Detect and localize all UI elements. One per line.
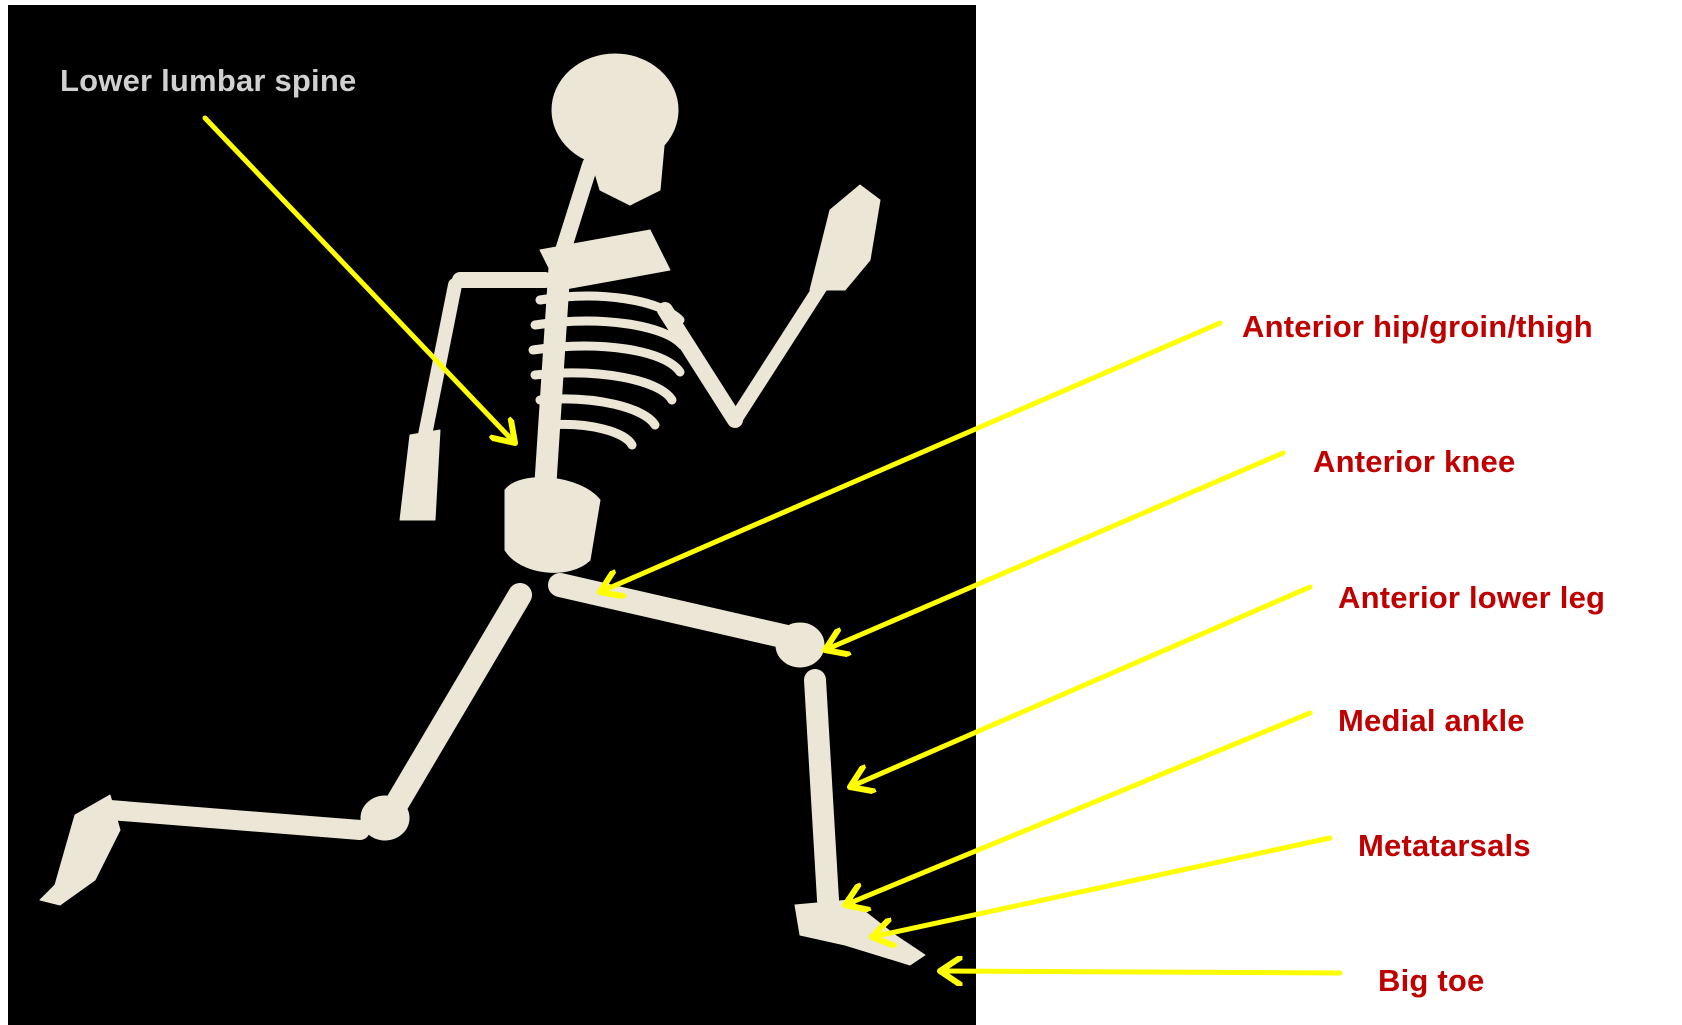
label-big-toe: Big toe	[1378, 965, 1484, 996]
tibia-front-icon	[815, 680, 828, 900]
tibia-back-icon	[110, 810, 360, 830]
femur-front-icon	[560, 585, 800, 640]
label-anterior-lower-leg: Anterior lower leg	[1338, 582, 1605, 613]
arrow-metatarsals	[872, 838, 1330, 937]
arrow-big-toe	[940, 971, 1340, 973]
label-lower-lumbar-spine: Lower lumbar spine	[60, 65, 356, 96]
label-metatarsals: Metatarsals	[1358, 830, 1531, 861]
back-foot-icon	[40, 795, 120, 905]
femur-back-icon	[390, 595, 520, 815]
pelvis-icon	[505, 478, 600, 573]
label-anterior-knee: Anterior knee	[1313, 446, 1515, 477]
arrow-anterior-knee	[825, 453, 1283, 650]
label-medial-ankle: Medial ankle	[1338, 705, 1525, 736]
arrow-medial-ankle	[845, 713, 1310, 905]
spine-icon	[545, 260, 560, 490]
front-foot-icon	[795, 900, 925, 965]
jaw-icon	[585, 135, 665, 205]
arrow-anterior-lower-leg	[850, 587, 1310, 787]
callout-arrows	[205, 118, 1340, 973]
label-anterior-hip: Anterior hip/groin/thigh	[1242, 311, 1593, 342]
